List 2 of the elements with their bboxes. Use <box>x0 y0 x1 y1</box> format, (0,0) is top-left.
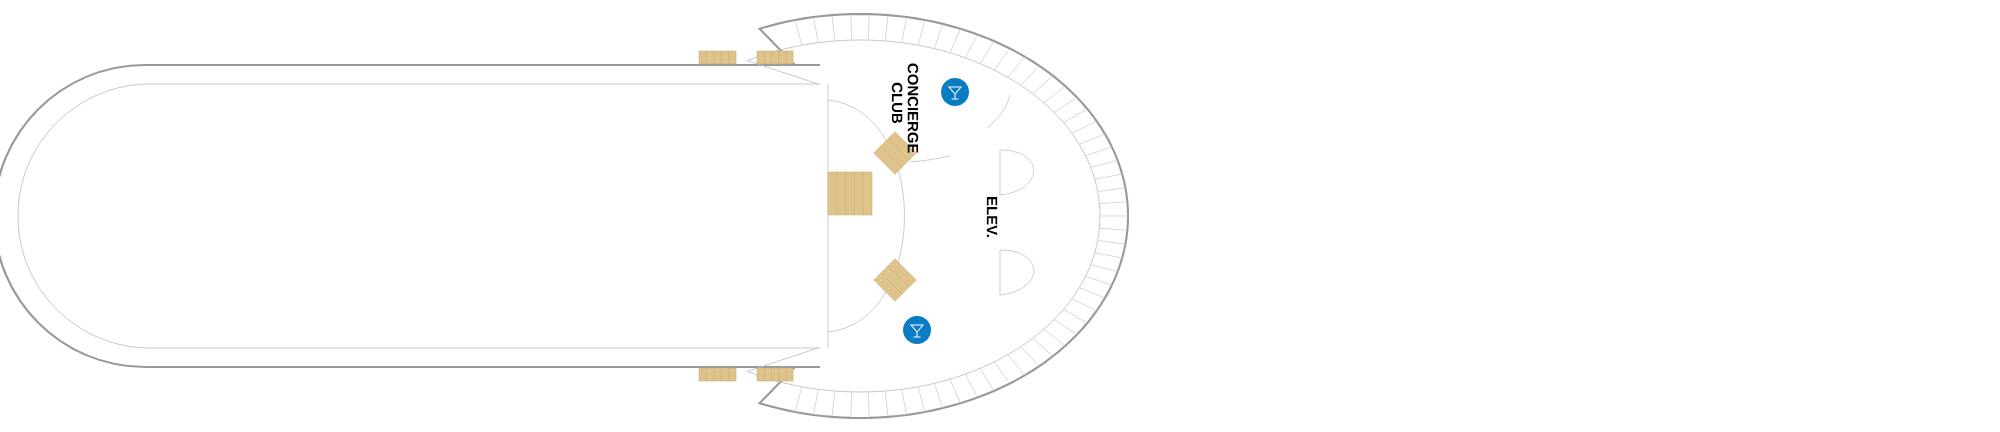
room-label: CONCIERGE CLUB <box>891 63 919 153</box>
room-label: ELEV. <box>986 197 998 237</box>
